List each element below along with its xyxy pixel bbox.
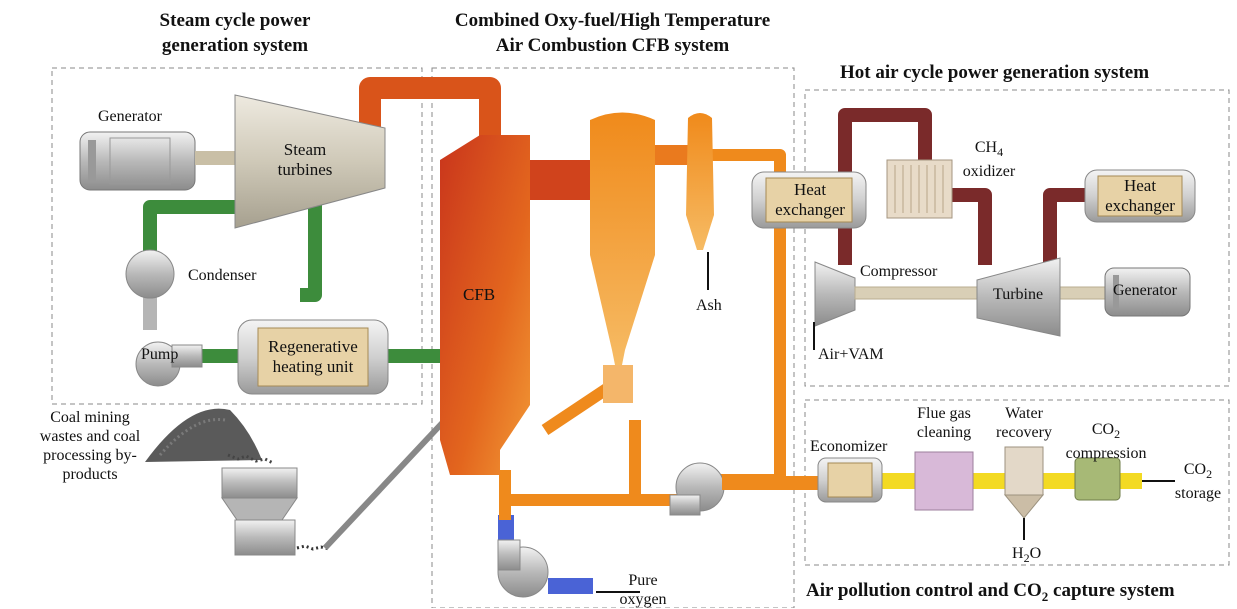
- generator-left-label: Generator: [98, 108, 162, 125]
- co2c-prefix: CO: [1091, 421, 1115, 438]
- steam-turbines-label: Steam turbines: [265, 140, 345, 180]
- heat-exchanger-1-line1: Heat: [793, 180, 827, 199]
- regenerative-heating-unit: [237, 319, 389, 395]
- regen-label: Regenerative heating unit: [258, 337, 368, 377]
- ch4-prefix: CH: [974, 139, 998, 156]
- co2c-sub: 2: [1114, 427, 1121, 442]
- coal-conveyor: [322, 417, 448, 551]
- ch4-oxidizer-label: CH4 oxidizer: [958, 138, 1020, 181]
- heat-exchanger-1-line2: exchanger: [775, 200, 845, 219]
- ash-label: Ash: [696, 297, 722, 314]
- co2c-line2: compression: [1065, 445, 1147, 463]
- hot-steam-pipe: [359, 77, 501, 142]
- water-recovery: [1003, 446, 1045, 519]
- flue-gas-label: Flue gas cleaning: [905, 404, 983, 442]
- heat-exchanger-1: [751, 171, 867, 229]
- heat-exchanger-2-label: Heat exchanger: [1090, 176, 1190, 216]
- cfb-label: CFB: [463, 285, 496, 304]
- co2-compression-label: CO2 compression: [1060, 420, 1152, 463]
- compressor-label: Compressor: [860, 263, 938, 280]
- capture-title-suffix: capture system: [1048, 580, 1175, 601]
- co2-storage-label: CO2 storage: [1168, 460, 1228, 503]
- compressor: [814, 261, 856, 327]
- capture-title-sub: 2: [1041, 588, 1049, 604]
- coal-line4: products: [62, 466, 118, 483]
- steam-cycle-region: [51, 67, 423, 405]
- pump-label: Pump: [141, 346, 179, 363]
- regen-line1: Regenerative: [268, 337, 358, 356]
- cfb-region: [431, 67, 795, 608]
- coal-label: Coal mining wastes and coal processing b…: [25, 408, 155, 484]
- co2-compression: [1074, 457, 1121, 501]
- h2o-suffix: O: [1029, 545, 1042, 562]
- gas-turbine: [976, 257, 1061, 337]
- generator-right: [1104, 267, 1191, 317]
- pure-oxygen-line1: Pure: [628, 572, 658, 589]
- h2o-sub: 2: [1023, 551, 1030, 566]
- coal-pile: [145, 408, 274, 465]
- cfb-furnace: [440, 135, 590, 475]
- steam-title-line1: Steam cycle power: [159, 10, 311, 31]
- flue-fan: [669, 462, 725, 516]
- air-vam-label: Air+VAM: [818, 346, 884, 363]
- cfb-title-line1: Combined Oxy-fuel/High Temperature: [454, 10, 771, 31]
- capture-region: [804, 399, 1230, 566]
- condenser: [125, 249, 175, 299]
- h2o-prefix: H: [1012, 545, 1024, 562]
- steam-pipes: [143, 200, 440, 363]
- coal-line1: Coal mining: [50, 409, 130, 426]
- oxidizer-grid: [894, 165, 944, 213]
- coal-hopper: [221, 467, 330, 556]
- oxygen-fan: [497, 539, 549, 598]
- co2s-prefix: CO: [1183, 461, 1207, 478]
- steam-turbines-line2: turbines: [277, 160, 333, 179]
- flue-gas-cleaning: [914, 451, 974, 511]
- turbine-label: Turbine: [993, 286, 1044, 303]
- pure-oxygen-label: Pure oxygen: [618, 571, 668, 609]
- pump-pipe: [143, 290, 157, 330]
- heat-exchanger-2-line2: exchanger: [1105, 196, 1175, 215]
- water-recovery-label: Water recovery: [990, 404, 1058, 442]
- ch4-line2: oxidizer: [962, 163, 1016, 181]
- heat-exchanger-2: [1084, 169, 1196, 223]
- cfb-title-line2: Air Combustion CFB system: [495, 35, 730, 56]
- pump: [135, 341, 203, 387]
- steam-turbine: [234, 94, 386, 229]
- capture-section-title: Air pollution control and CO2 capture sy…: [806, 578, 1175, 609]
- hot-air-section-title: Hot air cycle power generation system: [840, 62, 1150, 83]
- cfb-section-title: Combined Oxy-fuel/High Temperature Air C…: [420, 8, 805, 58]
- capture-title-prefix: Air pollution control and CO: [806, 580, 1042, 601]
- flue-line2: cleaning: [916, 424, 972, 441]
- water-line2: recovery: [996, 424, 1052, 441]
- flue-line1: Flue gas: [917, 405, 971, 422]
- heat-exchanger-1-label: Heat exchanger: [760, 180, 860, 220]
- pure-oxygen-line2: oxygen: [619, 591, 667, 608]
- oxygen-line: [498, 515, 593, 594]
- economizer-label: Economizer: [810, 438, 888, 455]
- ch4-sub: 4: [997, 145, 1004, 160]
- cyclone-ash: [686, 113, 714, 250]
- coal-line2: wastes and coal: [39, 428, 141, 445]
- h2o-label: H2O: [1012, 544, 1041, 568]
- co2s-sub: 2: [1206, 467, 1213, 482]
- economizer: [817, 457, 883, 503]
- regen-line2: heating unit: [272, 357, 354, 376]
- flue-pipe: [722, 476, 822, 490]
- steam-title-line2: generation system: [161, 35, 309, 56]
- capture-pipe: [822, 473, 1142, 489]
- heat-exchanger-2-line1: Heat: [1123, 176, 1157, 195]
- steam-turbines-line1: Steam: [283, 140, 327, 159]
- generator-right-label: Generator: [1113, 282, 1177, 299]
- steam-section-title: Steam cycle power generation system: [120, 8, 350, 58]
- water-line1: Water: [1005, 405, 1043, 422]
- condenser-label: Condenser: [188, 267, 257, 284]
- generator-left: [79, 131, 237, 191]
- coal-line3: processing by-: [43, 447, 137, 464]
- hot-air-region: [804, 89, 1230, 387]
- co2s-line2: storage: [1174, 485, 1222, 503]
